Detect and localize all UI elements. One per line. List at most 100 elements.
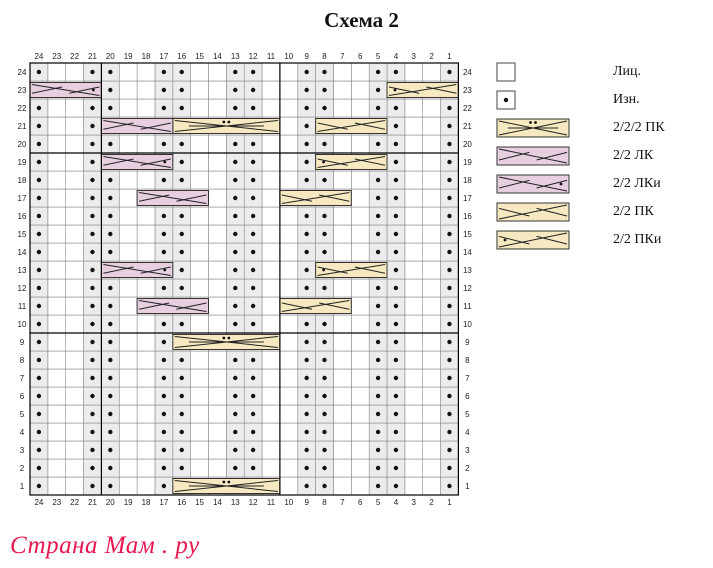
knit-cell: [422, 386, 441, 406]
purl-dot: [233, 393, 238, 399]
knit-cell: [136, 278, 156, 298]
knit-cell: [333, 314, 352, 334]
cable-dot: [559, 182, 563, 186]
purl-dot: [393, 465, 399, 471]
knit-cell: [118, 368, 138, 388]
knit-cell: [47, 368, 66, 388]
purl-dot: [304, 177, 309, 183]
purl-dot: [90, 483, 95, 489]
cable-stroke: [536, 207, 568, 217]
knit-cell: [47, 422, 66, 442]
knit-cell: [208, 98, 227, 118]
purl-dot: [36, 123, 42, 129]
cable-stroke: [103, 264, 171, 276]
purl-dot: [375, 195, 381, 201]
knit-cell: [208, 314, 227, 334]
column-number: 19: [124, 498, 133, 507]
legend-label: 2/2/2 ПК: [613, 120, 665, 135]
purl-dot: [108, 357, 113, 363]
knit-cell: [136, 404, 156, 424]
purl-dot: [447, 339, 452, 345]
knit-cell: [47, 206, 66, 226]
knit-cell: [208, 188, 227, 208]
cable-dot: [322, 268, 325, 272]
cable-stroke: [498, 179, 530, 189]
knit-cell: [118, 332, 138, 352]
knit-cell: [404, 206, 424, 226]
cable-stroke: [498, 232, 568, 248]
purl-dot: [179, 267, 184, 273]
knit-cell: [333, 368, 352, 388]
column-number: 19: [124, 52, 133, 61]
knit-cell: [261, 188, 281, 208]
knit-cell: [350, 206, 370, 226]
row-number: 10: [18, 320, 27, 329]
knit-cell: [190, 422, 209, 442]
knit-cell: [261, 368, 281, 388]
purl-dot: [36, 141, 42, 147]
purl-dot: [250, 87, 256, 93]
knit-cell: [404, 440, 424, 460]
cable-stroke: [426, 86, 457, 94]
knit-cell: [136, 134, 156, 154]
knit-cell: [208, 206, 227, 226]
purl-dot: [233, 87, 238, 93]
knit-cell: [422, 296, 441, 316]
purl-dot: [161, 177, 167, 183]
knit-cell: [65, 386, 84, 406]
cable-dot: [534, 121, 537, 124]
column-number: 8: [322, 498, 327, 507]
knit-cell: [279, 458, 299, 478]
knit-cell: [333, 440, 352, 460]
knit-cell: [118, 170, 138, 190]
purl-dot: [322, 339, 327, 345]
column-number: 3: [412, 498, 417, 507]
purl-dot: [36, 69, 42, 75]
purl-dot: [375, 339, 381, 345]
row-number: 2: [465, 464, 470, 473]
purl-dot: [161, 321, 167, 327]
knit-cell: [208, 260, 227, 280]
knit-cell: [404, 314, 424, 334]
knit-cell: [65, 152, 84, 172]
column-number: 10: [284, 498, 293, 507]
knit-cell: [190, 368, 209, 388]
knit-cell: [118, 242, 138, 262]
knit-cell: [261, 278, 281, 298]
knit-cell: [118, 278, 138, 298]
knit-cell: [333, 350, 352, 370]
knit-cell: [208, 80, 227, 100]
row-number: 17: [463, 194, 472, 203]
purl-dot: [36, 303, 42, 309]
purl-dot: [304, 69, 309, 75]
knit-cell: [136, 350, 156, 370]
cable-stroke: [317, 156, 386, 168]
purl-dot: [108, 249, 113, 255]
legend-knit-symbol: [496, 62, 516, 82]
purl-dot: [304, 285, 309, 291]
knit-cell: [422, 404, 441, 424]
purl-dot: [447, 195, 452, 201]
row-number: 20: [463, 140, 472, 149]
purl-dot: [375, 447, 381, 453]
purl-dot: [375, 303, 381, 309]
row-number: 6: [465, 392, 470, 401]
purl-dot: [179, 177, 184, 183]
row-number: 8: [465, 356, 470, 365]
knit-cell: [404, 458, 424, 478]
knit-cell: [65, 188, 84, 208]
column-number: 4: [394, 52, 399, 61]
purl-dot: [179, 375, 184, 381]
knit-cell: [350, 404, 370, 424]
purl-dot: [108, 177, 113, 183]
knit-cell: [65, 476, 84, 496]
knit-cell: [47, 260, 66, 280]
cable-stroke: [103, 266, 134, 274]
knit-cell: [422, 62, 441, 82]
purl-dot: [250, 195, 256, 201]
purl-dot: [233, 249, 238, 255]
column-number: 17: [159, 498, 168, 507]
purl-dot: [304, 159, 309, 165]
purl-dot: [250, 177, 256, 183]
purl-dot: [447, 393, 452, 399]
